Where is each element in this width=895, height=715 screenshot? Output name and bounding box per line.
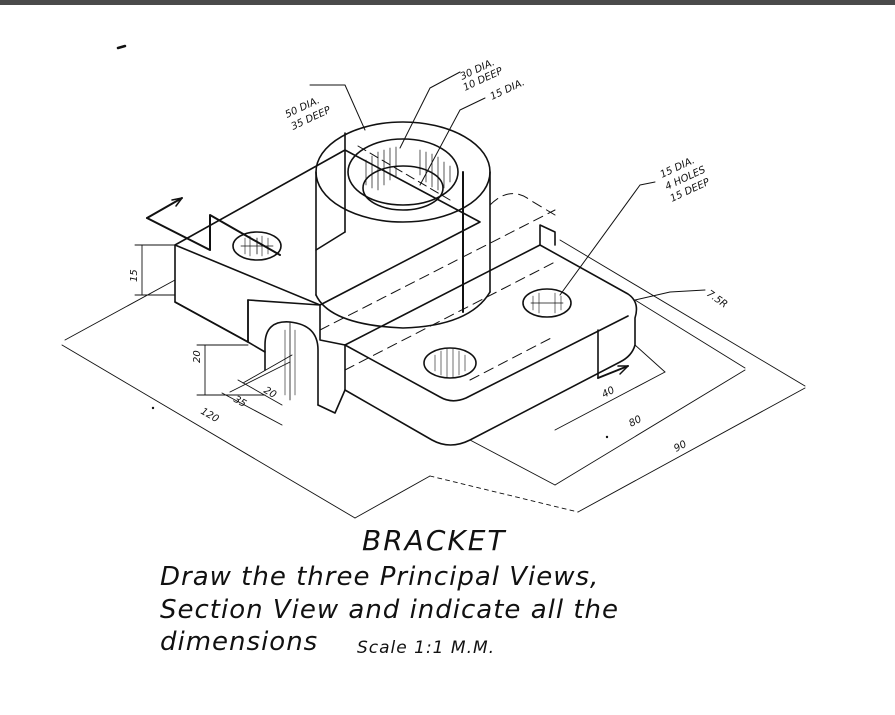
- stray-mark: [116, 44, 127, 50]
- dimension-lines: [61, 239, 806, 519]
- base-left-block: [174, 149, 481, 343]
- dim-40-label: 40: [600, 385, 616, 401]
- arch-slot: [247, 299, 346, 414]
- drawing-title: BRACKET: [362, 524, 507, 557]
- radius-label: 7.5R: [704, 288, 729, 310]
- instruction-line-2: Section View and indicate all the: [160, 595, 620, 625]
- base-right-plate: [344, 224, 638, 446]
- dim-15-label: 15: [129, 269, 140, 282]
- dim-20-label: 20: [262, 385, 279, 401]
- hole-hatch: [244, 235, 562, 378]
- dim-120-label: 120: [199, 406, 221, 425]
- dim-90-label: 90: [672, 439, 688, 455]
- stray-dot: [151, 406, 155, 410]
- counterbore-hatch: [365, 146, 451, 191]
- scale-note: Scale 1:1 M.M.: [357, 638, 496, 658]
- through-hole-label: 15 DIA.: [489, 77, 527, 103]
- stray-dot: [605, 435, 609, 439]
- instruction-line-3: dimensions: [160, 627, 319, 657]
- top-border-bar: [0, 0, 895, 5]
- dim-20-vertical-label: 20: [192, 350, 203, 363]
- hidden-lines: [319, 193, 556, 381]
- cutting-plane-line: [146, 197, 629, 379]
- holes: [232, 231, 572, 379]
- cylinder-boss: [315, 121, 491, 329]
- instruction-line-1: Draw the three Principal Views,: [160, 562, 600, 592]
- leader-lines: [309, 71, 706, 301]
- dim-80-label: 80: [627, 414, 643, 430]
- dim-35-label: 35: [232, 394, 249, 410]
